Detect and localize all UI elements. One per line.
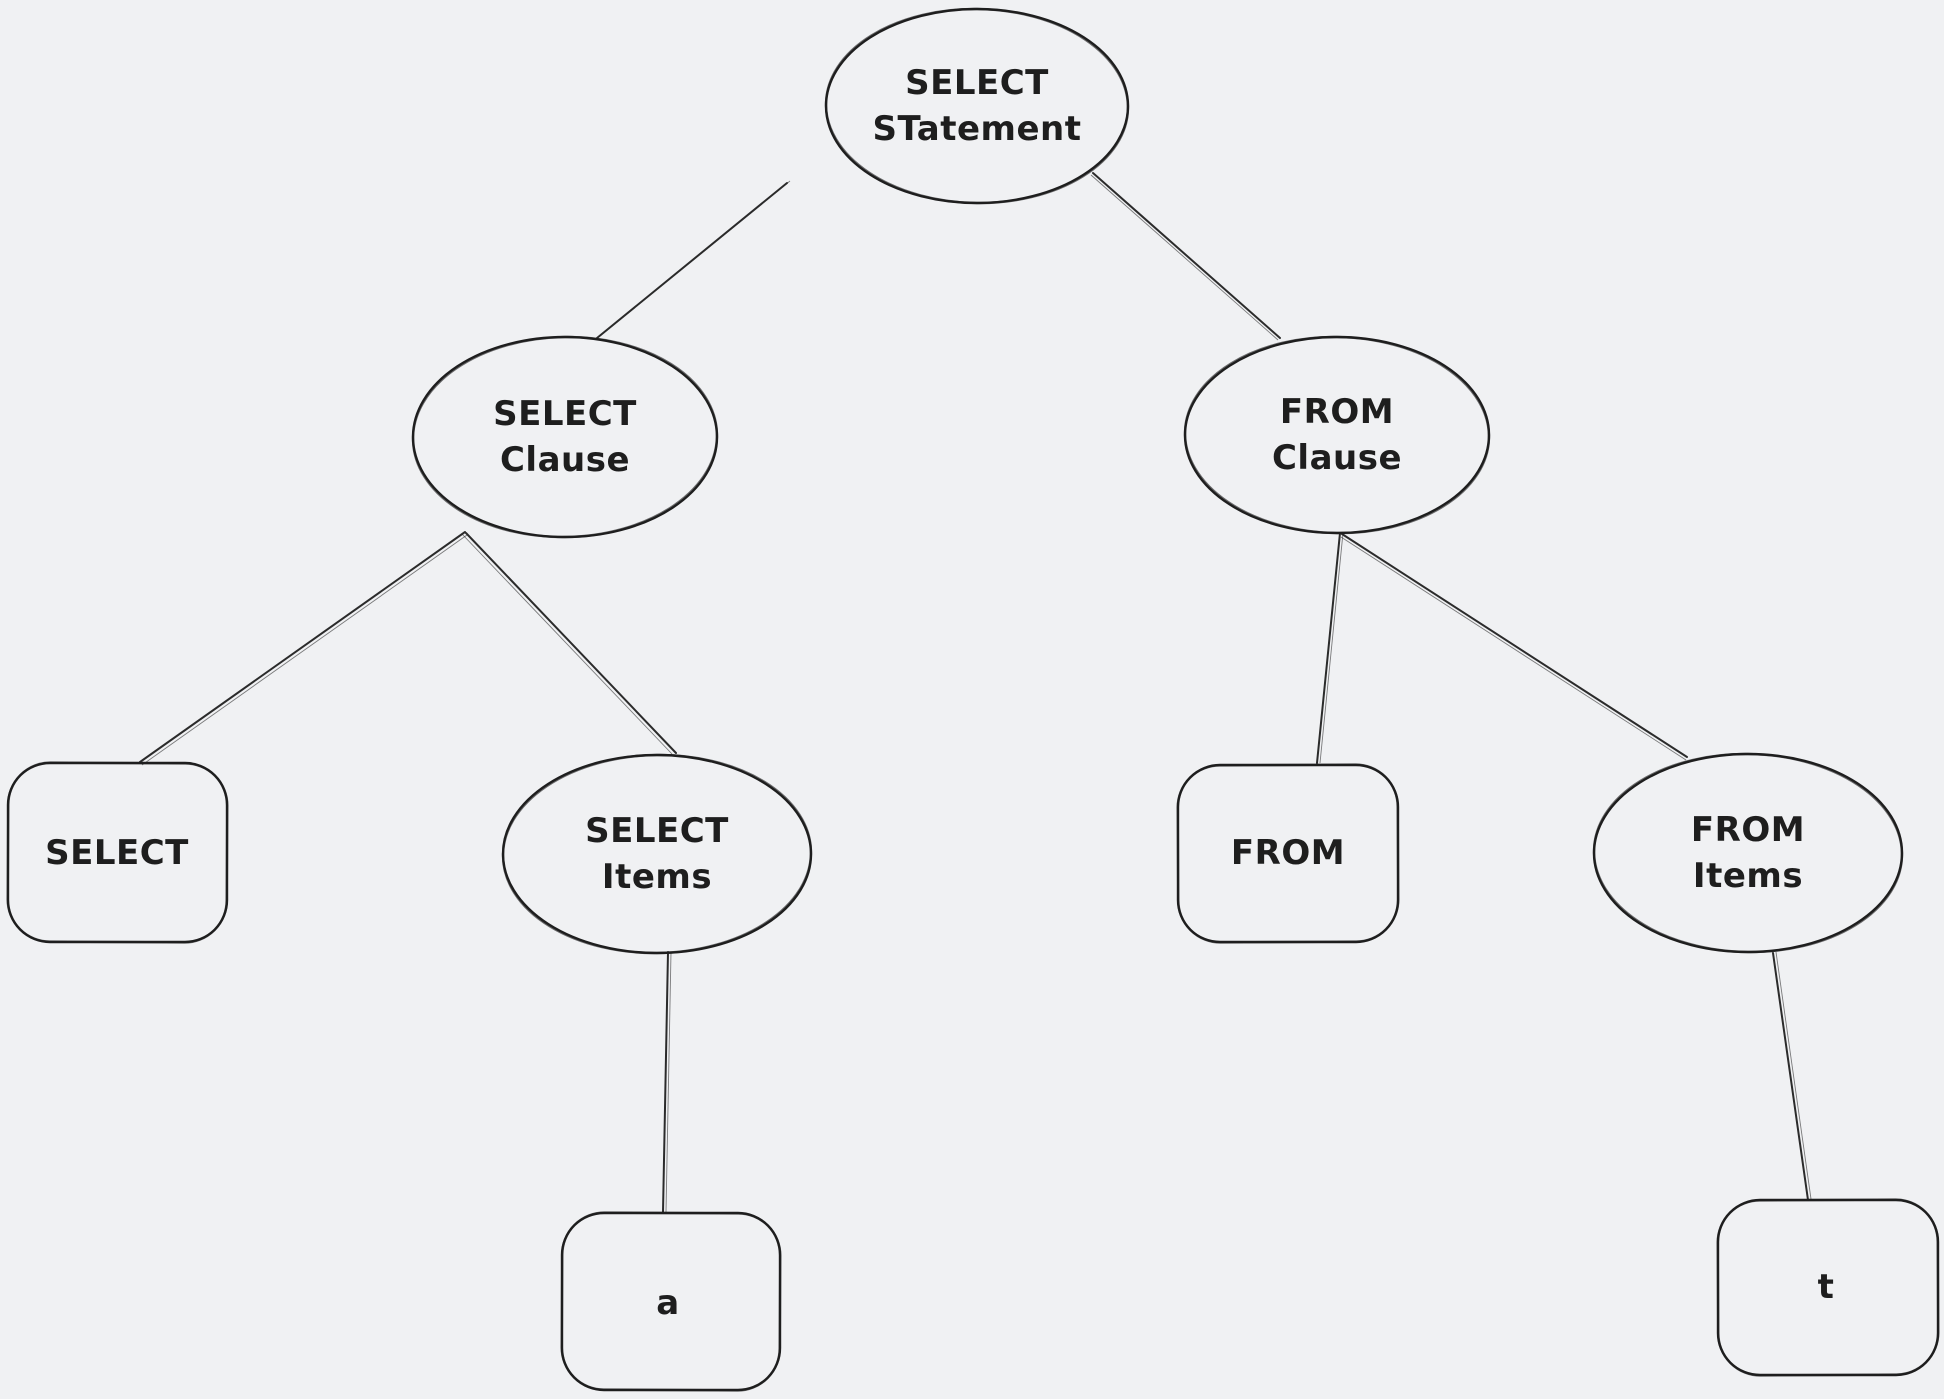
edge-sketch-stroke	[1775, 951, 1812, 1200]
node-sketch-stroke	[1590, 749, 1906, 957]
edge-sketch-stroke	[665, 951, 672, 1213]
edge-sketch-stroke	[461, 533, 673, 755]
edge-from-clause-to-from-items	[1341, 533, 1688, 758]
edge-sketch-stroke	[599, 180, 791, 337]
edge-sketch-stroke	[141, 534, 468, 766]
edge-sketch-stroke	[1090, 174, 1279, 341]
node-sketch-stroke	[822, 4, 1132, 208]
node-sketch-stroke	[1181, 332, 1493, 538]
node-sketch-stroke	[1716, 1198, 1940, 1377]
edge-select-clause-to-select-items	[465, 532, 677, 754]
edge-from-items-to-t	[1772, 952, 1809, 1201]
edge-select-statement-to-from-clause	[1092, 172, 1281, 339]
node-shape-a	[560, 1211, 782, 1392]
tree-edges	[139, 172, 1812, 1213]
edge-from-clause-to-from-keyword	[1316, 532, 1341, 764]
tree-node-shapes	[6, 4, 1940, 1392]
node-sketch-stroke	[560, 1211, 782, 1392]
edge-select-clause-to-select-keyword	[139, 531, 466, 763]
edge-sketch-stroke	[1340, 536, 1687, 761]
node-shape-select-keyword	[6, 761, 229, 944]
edge-select-items-to-a	[662, 951, 669, 1213]
node-sketch-stroke	[409, 332, 721, 542]
node-shape-t	[1716, 1198, 1940, 1377]
node-shape-from-keyword	[1176, 763, 1400, 944]
node-sketch-stroke	[6, 761, 229, 944]
node-sketch-stroke	[1176, 763, 1400, 944]
node-sketch-stroke	[499, 750, 815, 958]
edge-sketch-stroke	[1319, 532, 1344, 764]
